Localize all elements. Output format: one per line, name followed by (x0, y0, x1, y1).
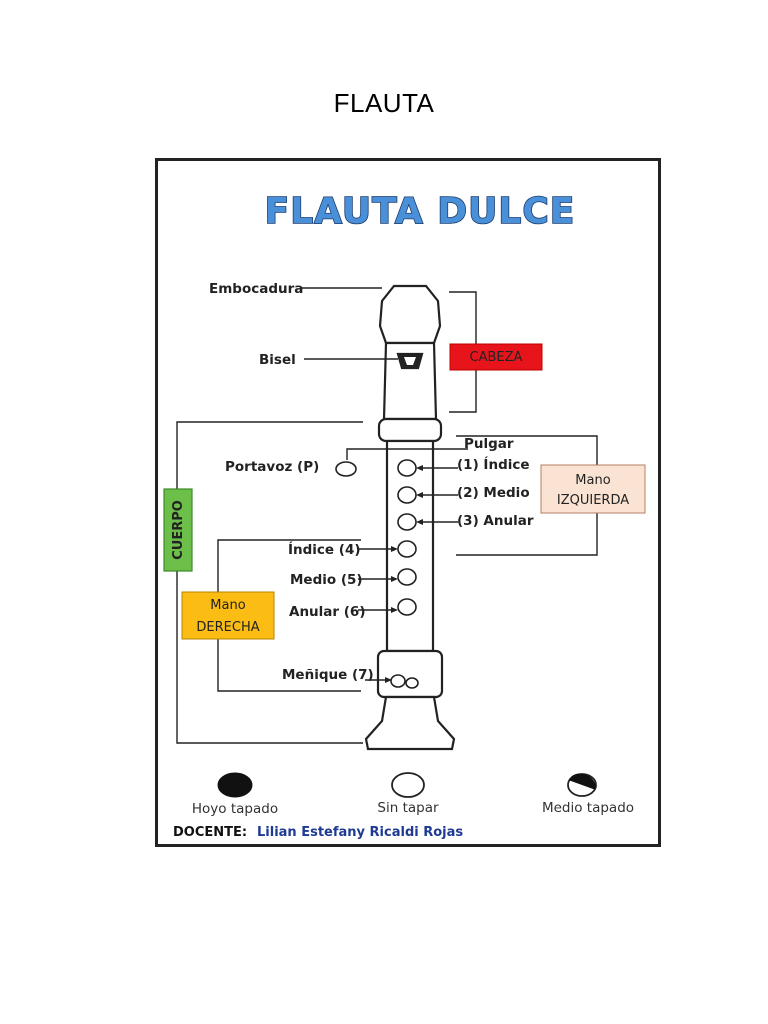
docente-label: DOCENTE: (173, 825, 247, 840)
hole-7a (390, 674, 406, 688)
box-cabeza-label: CABEZA (470, 350, 523, 365)
box-cuerpo: CUERPO (163, 488, 193, 572)
finger-holes (335, 459, 419, 689)
hole-6 (397, 598, 417, 616)
recorder-foot-joint (376, 649, 444, 699)
box-mano-izquierda-line1: Mano (575, 473, 610, 488)
label-bisel: Bisel (259, 352, 296, 368)
label-medio-der: Medio (5) (290, 572, 363, 588)
box-mano-derecha-line1: Mano (210, 598, 245, 613)
diagram-frame: FLAUTA DULCE (155, 158, 661, 847)
legend-hole-half-icon (567, 773, 597, 797)
label-pulgar: Pulgar (464, 436, 514, 452)
label-indice-der: Índice (4) (288, 541, 361, 558)
page-title: FLAUTA (333, 88, 435, 118)
box-mano-derecha: Mano DERECHA (181, 591, 275, 640)
recorder-head-joint (377, 417, 443, 443)
label-indice-izq: (1) Índice (457, 456, 530, 473)
box-mano-derecha-line2: DERECHA (196, 620, 259, 635)
hole-4 (397, 540, 417, 558)
box-cabeza: CABEZA (449, 343, 543, 371)
arrowheads (385, 465, 423, 683)
box-mano-izquierda-line2: IZQUIERDA (557, 493, 629, 508)
recorder-bell (364, 695, 456, 751)
label-portavoz: Portavoz (P) (225, 459, 319, 475)
label-medio-izq: (2) Medio (457, 485, 530, 501)
hole-5 (397, 568, 417, 586)
label-embocadura: Embocadura (209, 281, 303, 297)
label-anular-izq: (3) Anular (457, 513, 534, 529)
recorder-mouthpiece (378, 284, 442, 345)
legend-hole-open-icon (391, 772, 425, 798)
docente-name: Lilian Estefany Ricaldi Rojas (257, 825, 463, 840)
label-anular-der: Anular (6) (289, 604, 366, 620)
legend-hole-covered-icon (217, 772, 253, 798)
legend: Hoyo tapado Sin tapar Medio tapado (192, 772, 634, 817)
hole-2 (397, 486, 417, 504)
label-menique: Meñique (7) (282, 667, 374, 683)
hole-1 (397, 459, 417, 477)
box-cuerpo-label: CUERPO (171, 500, 186, 560)
thumb-hole (335, 461, 357, 477)
recorder-diagram: FLAUTA DULCE (163, 190, 646, 840)
hole-7b (405, 677, 419, 689)
hole-3 (397, 513, 417, 531)
legend-hoyo-tapado: Hoyo tapado (192, 801, 278, 817)
legend-medio-tapado: Medio tapado (542, 800, 634, 816)
legend-sin-tapar: Sin tapar (377, 800, 439, 816)
box-mano-izquierda: Mano IZQUIERDA (540, 464, 646, 514)
diagram-title: FLAUTA DULCE (265, 191, 576, 232)
